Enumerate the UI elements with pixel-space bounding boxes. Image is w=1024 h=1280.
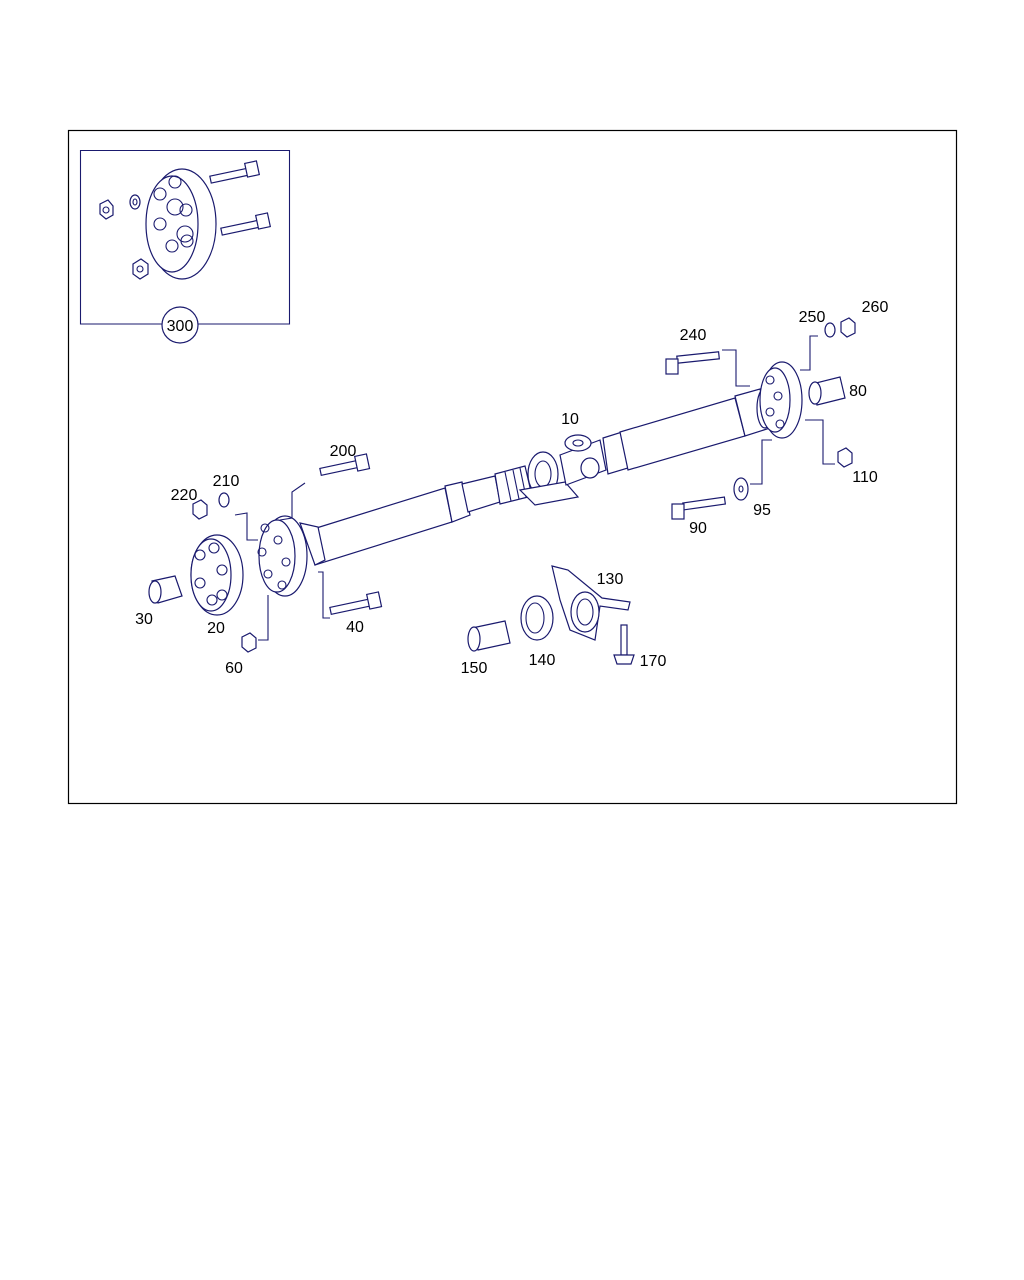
label-10: 10 [561,411,579,428]
label-90: 90 [689,520,707,537]
label-150: 150 [461,660,488,677]
bolt-icon [220,212,272,236]
label-200: 200 [330,443,357,460]
washer-250 [824,322,836,338]
label-140: 140 [529,652,556,669]
callout-circle [161,306,199,344]
label-80: 80 [849,383,867,400]
bearing-140 [520,595,554,641]
label-40: 40 [346,619,364,636]
label-260: 260 [862,299,889,316]
label-240: 240 [680,327,707,344]
bearing-bracket-130 [551,565,631,641]
nut-260 [840,317,856,338]
label-60: 60 [225,660,243,677]
flex-disc [145,168,217,280]
rear-flange [759,361,803,439]
boot-150 [467,620,511,652]
label-110: 110 [852,469,878,486]
universal-joint [559,434,607,486]
diagram-frame [67,129,958,805]
sleeve-80 [808,376,846,406]
label-170: 170 [640,653,667,670]
nut-icon [132,258,149,280]
washer-95 [733,477,749,501]
bolt-40 [329,591,383,615]
inset-kit-300: 300 [79,149,291,344]
nut-icon [99,199,114,220]
front-flange [257,515,326,597]
inset-label: 300 [167,318,194,335]
bolt-icon [209,160,261,184]
flex-disc-20 [190,534,244,616]
label-30: 30 [135,611,153,628]
label-130: 130 [597,571,624,588]
label-95: 95 [753,502,771,519]
sleeve-30 [148,575,183,604]
nut-110 [837,447,853,468]
screw-170 [613,624,635,665]
label-210: 210 [213,473,240,490]
label-250: 250 [799,309,826,326]
label-20: 20 [207,620,225,637]
propeller-shaft [257,361,803,597]
washer-icon [129,194,141,210]
bolt-240 [665,351,720,375]
bolt-200 [319,453,371,476]
nut-60 [241,632,257,653]
washer-210 [218,492,230,508]
nut-220 [192,499,208,520]
label-220: 220 [171,487,198,504]
center-bearing [518,451,580,506]
bolt-90 [671,496,727,520]
